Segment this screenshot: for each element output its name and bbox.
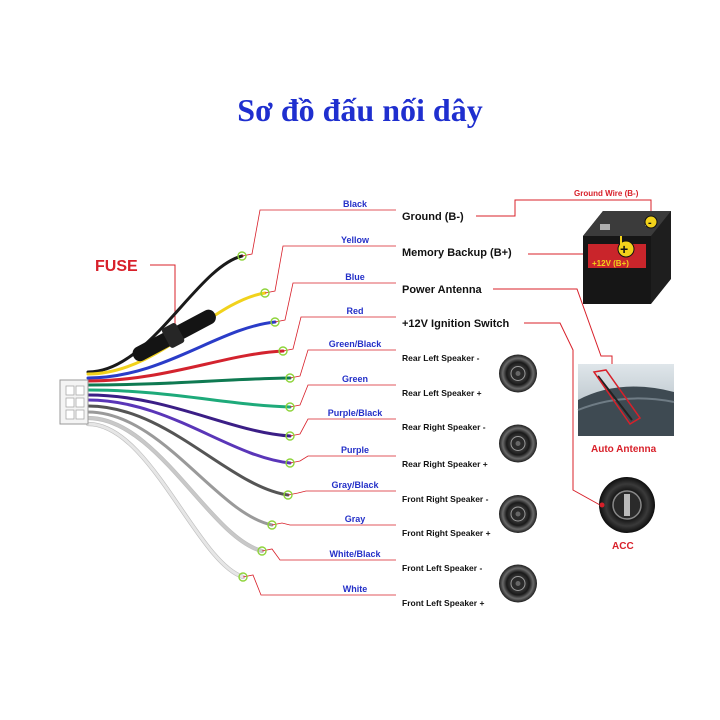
battery-icon: + - +12V (B+) bbox=[583, 211, 671, 304]
wire-function-label: Front Left Speaker - bbox=[402, 563, 482, 573]
wire-white bbox=[86, 422, 245, 579]
wire-function-label: Ground (B-) bbox=[402, 211, 464, 223]
wire-end-marker bbox=[285, 373, 295, 383]
wire-end-marker bbox=[278, 346, 288, 356]
fuse-label: FUSE bbox=[95, 258, 138, 275]
acc-label: ACC bbox=[612, 541, 634, 552]
wire-color-label: Black bbox=[343, 199, 368, 209]
wire-red bbox=[86, 349, 285, 383]
wire-purple-black bbox=[86, 393, 292, 438]
wire-end-marker bbox=[267, 520, 277, 530]
svg-text:+: + bbox=[620, 241, 628, 257]
wire-color-label: Blue bbox=[345, 272, 365, 282]
battery-voltage-label: +12V (B+) bbox=[592, 259, 629, 268]
ground-wire-label: Ground Wire (B-) bbox=[574, 189, 639, 198]
wire-leader-line bbox=[261, 548, 396, 561]
page-title: Sơ đồ đấu nối dây bbox=[237, 92, 483, 128]
svg-text:-: - bbox=[648, 217, 652, 229]
wire-leader-line bbox=[271, 522, 396, 526]
wire-function-label: Rear Left Speaker + bbox=[402, 388, 482, 398]
fuse-pointer-line bbox=[150, 264, 176, 345]
wire-blue bbox=[86, 320, 277, 380]
wire-purple bbox=[86, 398, 292, 465]
wire-function-label: Rear Left Speaker - bbox=[402, 353, 480, 363]
wire-end-marker bbox=[237, 251, 247, 261]
ignition-switch-icon bbox=[599, 477, 655, 533]
wire-function-label: Front Right Speaker - bbox=[402, 494, 489, 504]
wire-leader-line bbox=[242, 574, 396, 596]
wire-function-label: Memory Backup (B+) bbox=[402, 247, 512, 259]
wire-end-marker bbox=[285, 458, 295, 468]
wire-color-label: Purple bbox=[341, 445, 369, 455]
wire-color-label: Gray/Black bbox=[331, 480, 379, 490]
wire-green-black bbox=[86, 376, 292, 387]
speaker-icon bbox=[499, 354, 537, 393]
wire-function-label: Front Left Speaker + bbox=[402, 598, 484, 608]
wire-leader-line bbox=[289, 455, 396, 464]
wire-end-marker bbox=[260, 288, 270, 298]
wire-color-label: Red bbox=[346, 306, 363, 316]
wire-leader-line bbox=[289, 418, 396, 437]
fuse-holder-icon bbox=[132, 309, 216, 362]
acc-connector-line bbox=[524, 322, 601, 506]
wire-gray bbox=[86, 410, 274, 527]
wire-leader-line bbox=[289, 349, 396, 379]
wire-color-label: Green bbox=[342, 374, 368, 384]
auto-antenna-label: Auto Antenna bbox=[591, 444, 657, 455]
wire-function-label: Front Right Speaker + bbox=[402, 528, 491, 538]
wire-leader-line bbox=[264, 245, 396, 294]
wire-leader-line bbox=[282, 316, 396, 352]
wire-harness-plug bbox=[59, 379, 89, 425]
wire-end-marker bbox=[257, 546, 267, 556]
speaker-icon bbox=[499, 495, 537, 533]
wire-green bbox=[86, 388, 292, 409]
wire-end-marker bbox=[285, 402, 295, 412]
wire-end-marker bbox=[238, 572, 248, 582]
speaker-icon bbox=[499, 564, 537, 603]
wire-color-label: Yellow bbox=[341, 235, 370, 245]
wire-end-marker bbox=[283, 490, 293, 500]
wire-end-marker bbox=[270, 317, 280, 327]
wire-color-label: Green/Black bbox=[329, 339, 383, 349]
wire-color-label: Purple/Black bbox=[328, 408, 384, 418]
wire-function-label: Power Antenna bbox=[402, 284, 483, 296]
wire-black bbox=[86, 254, 244, 374]
wire-leader-line bbox=[274, 282, 396, 323]
wire-leader-line bbox=[287, 490, 396, 496]
speaker-icon bbox=[499, 424, 537, 463]
wire-function-label: +12V Ignition Switch bbox=[402, 318, 510, 330]
wire-function-label: Rear Right Speaker + bbox=[402, 459, 488, 469]
ground-connector-line bbox=[476, 199, 652, 255]
wire-leader-line bbox=[289, 384, 396, 408]
antenna-connector-line bbox=[493, 288, 613, 368]
wire-color-label: White/Black bbox=[329, 549, 381, 559]
car-antenna-image bbox=[577, 364, 675, 436]
wire-leader-line bbox=[241, 209, 396, 257]
wire-gray-black bbox=[86, 404, 290, 497]
wire-color-label: White bbox=[343, 584, 368, 594]
wire-white-black bbox=[86, 416, 264, 553]
wire-end-marker bbox=[285, 431, 295, 441]
wire-function-label: Rear Right Speaker - bbox=[402, 422, 486, 432]
wire-color-label: Gray bbox=[345, 514, 366, 524]
